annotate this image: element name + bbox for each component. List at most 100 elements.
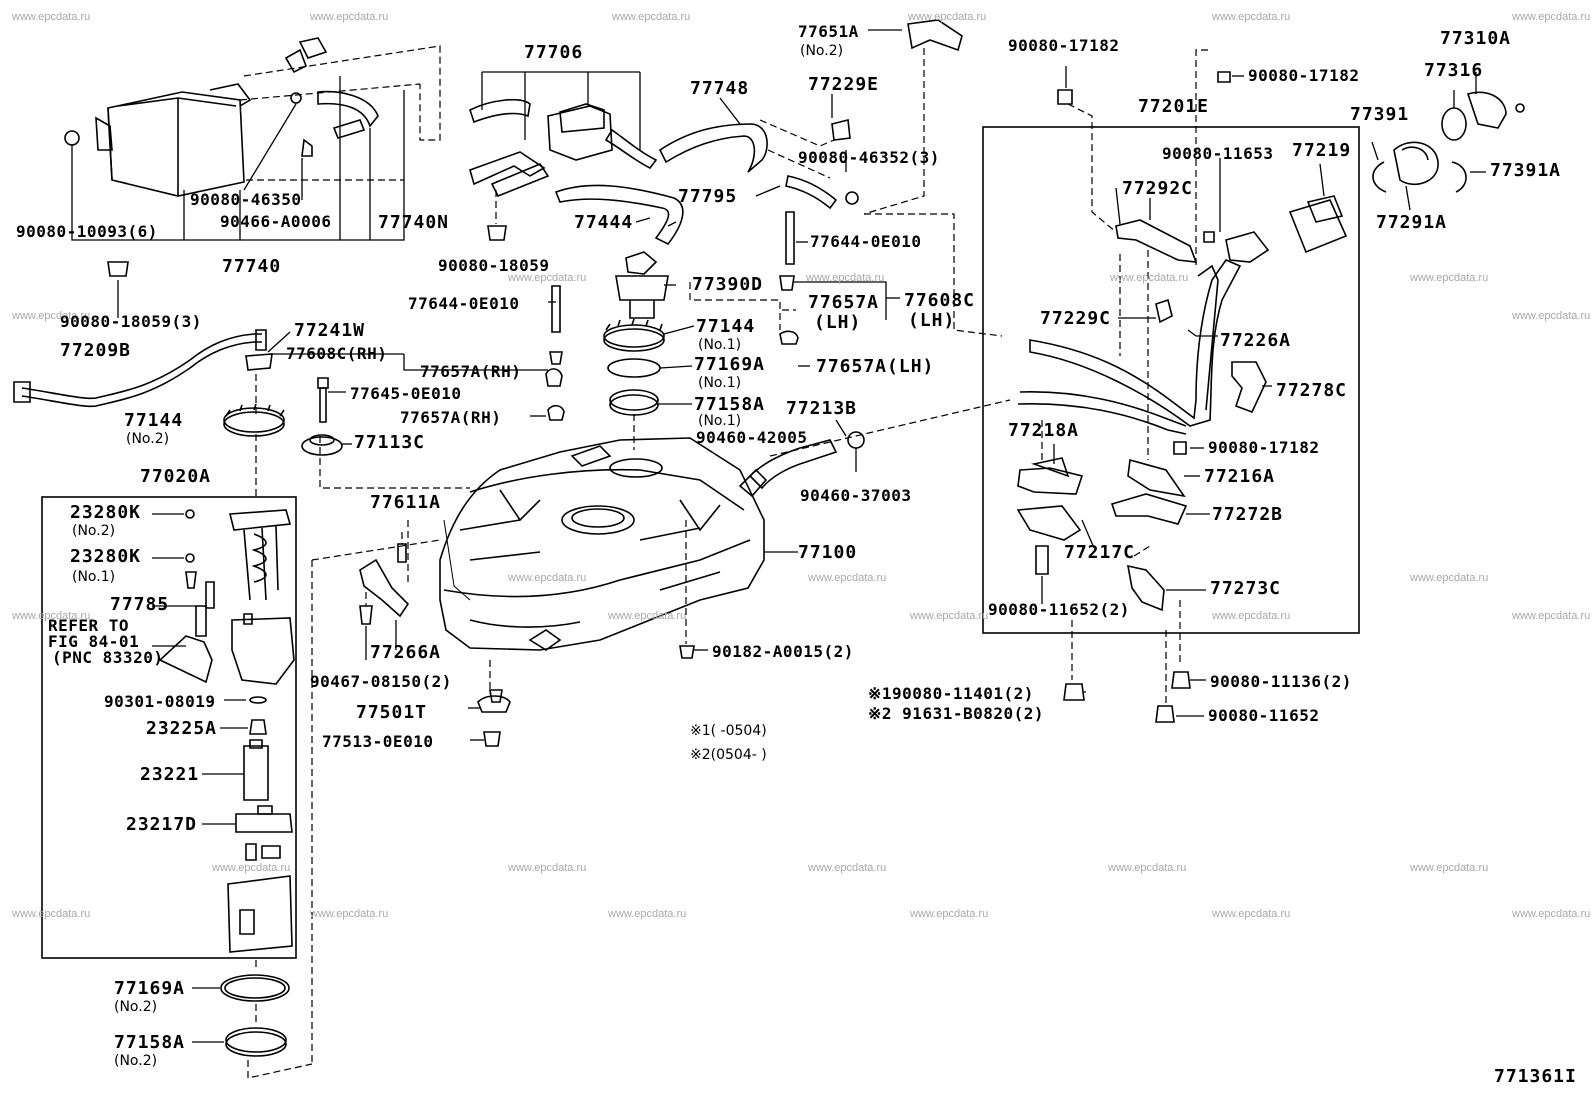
part-label-77795: 77795	[678, 186, 738, 207]
part-label-77229e: 77229E	[808, 74, 880, 95]
watermark: www.epcdata.ru	[12, 908, 91, 920]
part-label-77169a-no2: 77169A	[114, 978, 186, 999]
part-label-77144-no2: 77144	[124, 410, 184, 431]
part-label-77644-0e010-r: 77644-0E010	[810, 232, 922, 251]
part-label-77292c: 77292C	[1122, 178, 1194, 199]
part-label-77657a-rh2: 77657A(RH)	[400, 408, 502, 427]
watermark: www.epcdata.ru	[1108, 862, 1187, 874]
part-label-77657a-lh: (LH)	[814, 312, 862, 333]
part-label-90080-18059-3: 90080-18059(3)	[60, 312, 202, 331]
part-label-77020a: 77020A	[140, 466, 212, 487]
watermark: www.epcdata.ru	[1512, 908, 1591, 920]
part-label-77291a: 77291A	[1376, 212, 1448, 233]
part-label-90460-37003: 90460-37003	[800, 486, 912, 505]
part-label-90301-08019: 90301-08019	[104, 692, 216, 711]
part-label-77740n: 77740N	[378, 212, 450, 233]
watermark: www.epcdata.ru	[1212, 610, 1291, 622]
watermark: www.epcdata.ru	[310, 11, 389, 23]
part-label-90080-11652: 90080-11652	[1208, 706, 1320, 725]
part-label-77229c: 77229C	[1040, 308, 1112, 329]
part-label-90080-11401: ※190080-11401(2)	[868, 684, 1034, 703]
part-label-90080-18059: 90080-18059	[438, 256, 550, 275]
part-label-77651a-sub: (No.2)	[800, 43, 844, 59]
part-label-77608c: 77608C	[904, 290, 976, 311]
part-label-77169a-no1: 77169A	[694, 354, 766, 375]
part-label-23280k-no1-sub: (No.1)	[72, 569, 116, 585]
part-label-77158a-no2-sub: (No.2)	[114, 1053, 158, 1069]
part-label-77390d: 77390D	[692, 274, 764, 295]
watermark: www.epcdata.ru	[1212, 908, 1291, 920]
part-label-77158a-no2: 77158A	[114, 1032, 186, 1053]
watermark: www.epcdata.ru	[1110, 272, 1189, 284]
watermark: www.epcdata.ru	[806, 272, 885, 284]
watermark: www.epcdata.ru	[508, 862, 587, 874]
part-label-77740: 77740	[222, 256, 282, 277]
note-1: ※1( -0504)	[690, 723, 767, 739]
watermark: www.epcdata.ru	[212, 862, 291, 874]
part-label-90080-11136: 90080-11136(2)	[1210, 672, 1352, 691]
watermark: www.epcdata.ru	[808, 572, 887, 584]
part-label-77273c: 77273C	[1210, 578, 1282, 599]
figure-id: 771361I	[1494, 1066, 1577, 1087]
watermark: www.epcdata.ru	[608, 908, 687, 920]
part-label-77501t: 77501T	[356, 702, 428, 723]
part-label-77657a: 77657A	[808, 292, 880, 313]
watermark: www.epcdata.ru	[1410, 862, 1489, 874]
watermark: www.epcdata.ru	[12, 310, 91, 322]
part-label-90080-10093: 90080-10093(6)	[16, 222, 158, 241]
part-label-77158a-no1: 77158A	[694, 394, 766, 415]
filler-pipe	[1017, 231, 1270, 435]
part-label-77644-0e010-l: 77644-0E010	[408, 294, 520, 313]
part-label-23280k-no2: 23280K	[70, 502, 142, 523]
part-label-77608c-rh: 77608C(RH)	[286, 344, 388, 363]
part-label-23221: 23221	[140, 764, 200, 785]
watermark: www.epcdata.ru	[910, 610, 989, 622]
watermark: www.epcdata.ru	[1512, 310, 1591, 322]
watermark: www.epcdata.ru	[908, 11, 987, 23]
part-label-90080-17182-top: 90080-17182	[1008, 36, 1120, 55]
refer-note-line1: REFER TO	[48, 616, 130, 635]
part-label-23280k-no2-sub: (No.2)	[72, 523, 116, 539]
filler-pipe-group-frame	[982, 126, 1360, 634]
part-label-77144-no1-sub: (No.1)	[698, 337, 742, 353]
part-label-77645: 77645-0E010	[350, 384, 462, 403]
part-label-77218a: 77218A	[1008, 420, 1080, 441]
watermark: www.epcdata.ru	[508, 572, 587, 584]
part-label-90080-11653: 90080-11653	[1162, 144, 1274, 163]
watermark: www.epcdata.ru	[1212, 11, 1291, 23]
watermark: www.epcdata.ru	[612, 11, 691, 23]
part-label-77611a: 77611A	[370, 492, 442, 513]
part-label-77651a: 77651A	[798, 22, 859, 41]
watermark: www.epcdata.ru	[808, 862, 887, 874]
part-label-90182-a0015: 90182-A0015(2)	[712, 642, 854, 661]
watermark: www.epcdata.ru	[608, 610, 687, 622]
refer-note-line3: (PNC 83320)	[52, 648, 164, 667]
part-label-77444: 77444	[574, 212, 634, 233]
part-label-90080-17182-b: 90080-17182	[1248, 66, 1360, 85]
part-label-77657a-rh1: 77657A(RH)	[420, 362, 522, 381]
part-label-91631-b0820: ※2 91631-B0820(2)	[868, 704, 1045, 723]
part-label-77144-no1: 77144	[696, 316, 756, 337]
fuel-pump-group-frame	[41, 496, 297, 959]
part-label-77213b: 77213B	[786, 398, 858, 419]
fuel-tank	[439, 437, 768, 651]
part-label-77266a: 77266A	[370, 642, 442, 663]
watermark: www.epcdata.ru	[1512, 610, 1591, 622]
part-label-77209b: 77209B	[60, 340, 132, 361]
part-label-77608c-lh: (LH)	[908, 310, 956, 331]
part-label-77391a: 77391A	[1490, 160, 1562, 181]
part-label-90080-17182-c: 90080-17182	[1208, 438, 1320, 457]
part-label-77216a: 77216A	[1204, 466, 1276, 487]
part-label-77226a: 77226A	[1220, 330, 1292, 351]
watermark: www.epcdata.ru	[12, 11, 91, 23]
part-label-77113c: 77113C	[354, 432, 426, 453]
part-label-23217d: 23217D	[126, 814, 198, 835]
part-label-77201e: 77201E	[1138, 96, 1210, 117]
watermark: www.epcdata.ru	[910, 908, 989, 920]
part-label-77391: 77391	[1350, 104, 1410, 125]
part-label-90466-a0006: 90466-A0006	[220, 212, 332, 231]
part-label-77144-no2-sub: (No.2)	[126, 431, 170, 447]
part-label-77169a-no2-sub: (No.2)	[114, 999, 158, 1015]
